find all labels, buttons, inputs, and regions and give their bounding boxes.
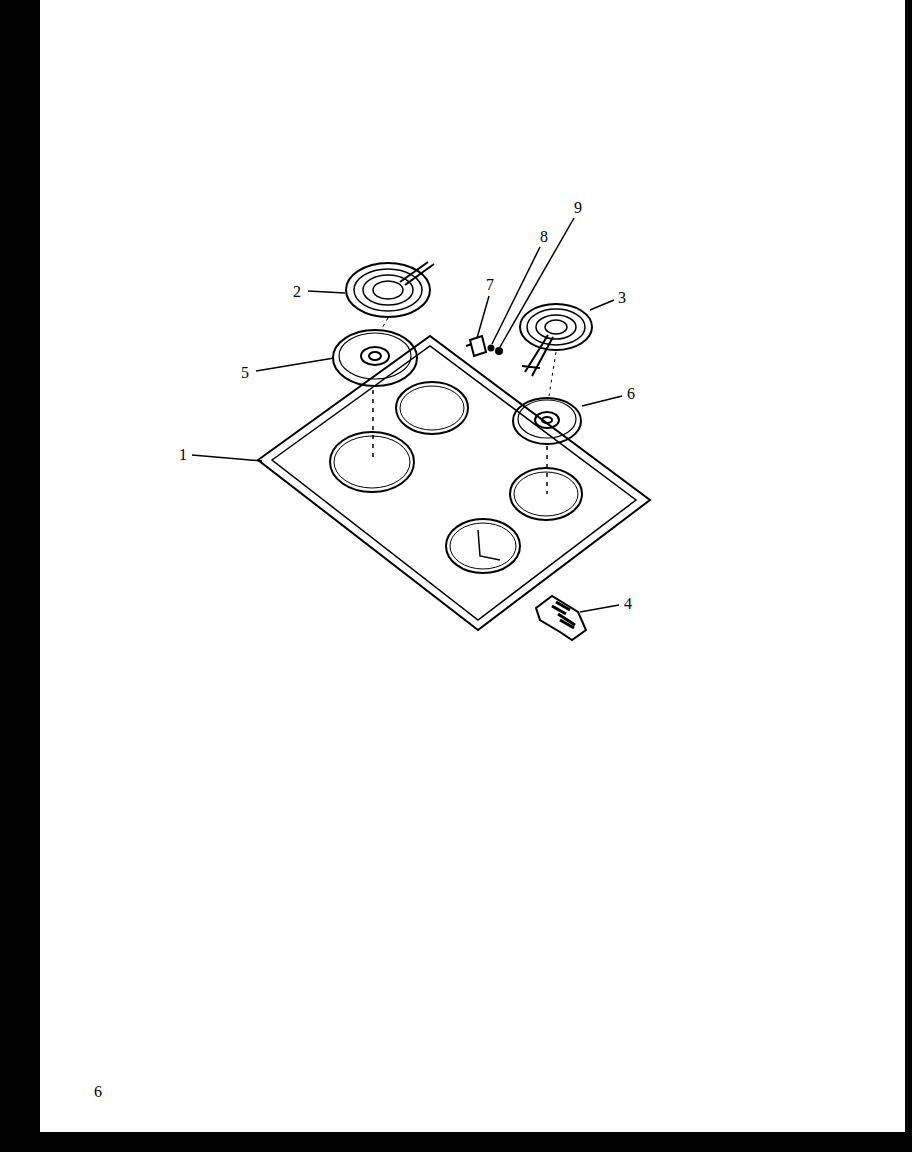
leader-line bbox=[308, 291, 345, 293]
callout-number: 4 bbox=[623, 596, 633, 612]
leader-line bbox=[192, 455, 262, 461]
surface-element bbox=[520, 304, 592, 350]
leader-line bbox=[492, 247, 540, 344]
drip-pan bbox=[542, 417, 552, 423]
leader-line bbox=[590, 300, 614, 310]
scan-border bbox=[0, 1132, 912, 1152]
burner-hole bbox=[450, 523, 516, 569]
drip-pan bbox=[339, 333, 411, 379]
screw bbox=[489, 346, 494, 351]
alignment-line bbox=[381, 318, 556, 396]
hole-mark bbox=[478, 530, 500, 560]
burner-hole bbox=[330, 432, 414, 492]
surface-element bbox=[545, 320, 567, 334]
surface-element bbox=[536, 315, 576, 339]
callout-number: 9 bbox=[573, 200, 583, 216]
burner-hole bbox=[396, 382, 468, 434]
leader-line bbox=[477, 296, 489, 338]
drip-pan bbox=[513, 398, 581, 444]
drip-pan bbox=[369, 352, 381, 360]
burner-hole bbox=[446, 519, 520, 573]
leader-line bbox=[582, 396, 622, 406]
burner-hole bbox=[510, 468, 582, 520]
callout-number: 1 bbox=[178, 447, 188, 463]
callout-number: 6 bbox=[626, 386, 636, 402]
callout-number: 3 bbox=[617, 290, 627, 306]
drip-pan bbox=[535, 412, 559, 428]
cooktop-rim bbox=[272, 346, 636, 620]
leader-line bbox=[580, 605, 619, 612]
drip-pan bbox=[361, 347, 389, 365]
callout-number: 2 bbox=[292, 284, 302, 300]
alignment-line bbox=[373, 390, 547, 494]
element-terminal bbox=[400, 262, 434, 285]
surface-element bbox=[527, 309, 585, 345]
leader-line bbox=[500, 218, 574, 347]
callout-number: 5 bbox=[240, 365, 250, 381]
cooktop-frame bbox=[258, 336, 650, 630]
drip-pan bbox=[333, 330, 417, 386]
surface-element bbox=[346, 263, 430, 317]
callout-number: 8 bbox=[539, 229, 549, 245]
surface-element bbox=[373, 281, 403, 299]
scan-border bbox=[0, 0, 40, 1152]
burner-hole bbox=[400, 386, 464, 430]
bracket bbox=[466, 336, 486, 356]
surface-element bbox=[363, 275, 413, 305]
leader-line bbox=[256, 358, 334, 371]
callout-number: 7 bbox=[485, 277, 495, 293]
nut bbox=[496, 348, 502, 354]
terminal-block bbox=[536, 596, 586, 640]
terminal-block bbox=[552, 602, 575, 628]
drip-pan bbox=[518, 400, 576, 438]
burner-hole bbox=[514, 472, 578, 516]
page-number: 6 bbox=[93, 1084, 103, 1100]
element-terminal bbox=[522, 335, 553, 376]
surface-element bbox=[354, 269, 422, 311]
burner-hole bbox=[334, 436, 410, 488]
scan-border bbox=[905, 0, 912, 1152]
